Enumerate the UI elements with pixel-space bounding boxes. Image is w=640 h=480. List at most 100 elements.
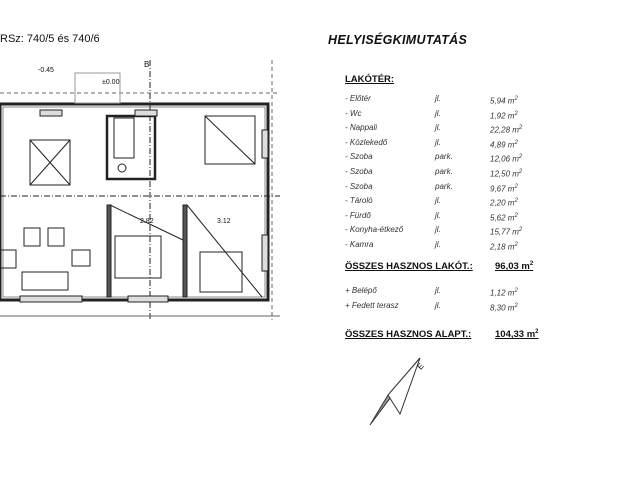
unit-exponent: 2 <box>514 242 518 248</box>
room-name: - Szoba <box>345 181 373 191</box>
total-floor-label: ÖSSZES HASZNOS ALAPT.: <box>345 329 472 340</box>
total-floor-number: 104,33 m <box>495 329 536 341</box>
room-area: 5,94 m2 <box>490 93 518 108</box>
floor-type: jl. <box>435 210 441 220</box>
table-row: - Wc jl. 1,92 m2 <box>345 108 565 123</box>
area-number: 1,12 m <box>490 288 515 298</box>
room-area: 1,12 m2 <box>490 285 518 300</box>
room-area: 22,28 m2 <box>490 122 522 137</box>
floor-type: park. <box>435 152 453 162</box>
table-row: + Fedett terasz jl. 8,30 m2 <box>345 300 565 315</box>
table-row: - Szoba park. 12,50 m2 <box>345 166 565 181</box>
unit-exponent: 2 <box>514 139 518 146</box>
table-row: - Konyha-étkező jl. 15,77 m2 <box>345 224 565 239</box>
room-area: 1,92 m2 <box>490 108 518 123</box>
bathroom <box>105 114 157 181</box>
room-area: 12,50 m2 <box>490 166 522 181</box>
bed <box>114 235 162 279</box>
unit-exponent: 2 <box>518 227 523 234</box>
table-row: - Nappali jl. 22,28 m2 <box>345 122 565 137</box>
area-number: 12,06 m <box>490 155 519 165</box>
room-area: 5,62 m2 <box>490 210 518 225</box>
area-number: 1,92 m <box>490 111 515 121</box>
area-number: 8,30 m <box>490 303 515 313</box>
floor-type: jl. <box>435 225 441 235</box>
unit-exponent: 2 <box>514 212 518 219</box>
page-title: HELYISÉGKIMUTATÁS <box>328 33 468 47</box>
room-name: - Szoba <box>345 152 373 162</box>
unit-exponent: 2 <box>535 329 539 335</box>
room-name: - Tároló <box>345 196 373 206</box>
floor-type: park. <box>435 181 453 191</box>
dimension: 2.82 <box>140 218 154 225</box>
wall <box>106 204 112 298</box>
table-row: - Közlekedő jl. 4,89 m2 <box>345 137 565 152</box>
section-heading-living: LAKÓTÉR: <box>345 74 395 85</box>
stair-storage <box>29 139 71 186</box>
section-mark: B <box>144 60 150 69</box>
level-entry: -0.45 <box>38 67 54 74</box>
room-name: - Konyha-étkező <box>345 225 404 235</box>
room-name: + Fedett terasz <box>345 301 399 310</box>
total-living-label: ÖSSZES HASZNOS LAKÓT.: <box>345 261 473 272</box>
unit-exponent: 2 <box>529 261 534 267</box>
level-zero: ±0.00 <box>102 79 120 86</box>
floor-type: jl. <box>435 108 441 118</box>
floor-type: jl. <box>435 196 441 206</box>
total-living-value: 96,03 m2 <box>495 261 533 272</box>
area-number: 2,18 m <box>490 242 515 252</box>
unit-exponent: 2 <box>514 96 518 102</box>
floor-type: jl. <box>435 94 441 103</box>
unit-exponent: 2 <box>514 288 518 294</box>
room-name: - Kamra <box>345 240 374 249</box>
room-name: - Wc <box>345 108 362 118</box>
room-area: 9,67 m2 <box>490 181 518 196</box>
room-area: 4,89 m2 <box>490 137 518 152</box>
room-name: - Nappali <box>345 123 378 133</box>
total-living-number: 96,03 m <box>495 261 530 273</box>
parcel-number: RSz: 740/5 és 740/6 <box>0 33 100 45</box>
total-floor-value: 104,33 m2 <box>495 329 539 340</box>
area-number: 12,50 m <box>490 169 519 179</box>
unit-exponent: 2 <box>514 303 518 309</box>
unit-exponent: 2 <box>518 125 523 132</box>
area-number: 4,89 m <box>490 140 515 150</box>
area-number: 5,62 m <box>490 213 515 223</box>
unit-exponent: 2 <box>514 110 518 117</box>
area-number: 22,28 m <box>490 125 519 135</box>
outer-wall <box>0 102 270 302</box>
table-row: - Tároló jl. 2,20 m2 <box>345 195 565 210</box>
unit-exponent: 2 <box>518 169 523 175</box>
room-area: 2,18 m2 <box>490 239 518 254</box>
floor-type: jl. <box>435 137 441 147</box>
area-number: 15,77 m <box>490 228 519 238</box>
bed <box>199 251 243 293</box>
floor-type: jl. <box>435 286 441 295</box>
floor-type: jl. <box>435 123 441 133</box>
table-row: + Belépő jl. 1,12 m2 <box>345 285 565 300</box>
north-arrow <box>369 357 421 426</box>
room-area: 12,06 m2 <box>490 151 522 166</box>
north-label: É <box>415 361 426 372</box>
room-name: - Szoba <box>345 167 373 176</box>
table-row: - Szoba park. 9,67 m2 <box>345 181 565 196</box>
area-number: 2,20 m <box>490 198 515 208</box>
floor-type: park. <box>435 167 453 176</box>
room-area: 8,30 m2 <box>490 300 518 315</box>
area-number: 9,67 m <box>490 184 515 194</box>
unit-exponent: 2 <box>514 198 518 205</box>
table-row: - Szoba park. 12,06 m2 <box>345 151 565 166</box>
room-area: 15,77 m2 <box>490 224 522 239</box>
bedroom-top <box>204 115 256 165</box>
table-row: - Fürdő jl. 5,62 m2 <box>345 210 565 225</box>
room-area: 2,20 m2 <box>490 195 518 210</box>
room-name: + Belépő <box>345 286 377 295</box>
area-number: 5,94 m <box>490 96 515 106</box>
room-name: - Közlekedő <box>345 137 388 147</box>
room-name: - Fürdő <box>345 210 371 220</box>
unit-exponent: 2 <box>518 154 523 161</box>
unit-exponent: 2 <box>514 183 518 190</box>
floor-type: jl. <box>435 301 441 310</box>
